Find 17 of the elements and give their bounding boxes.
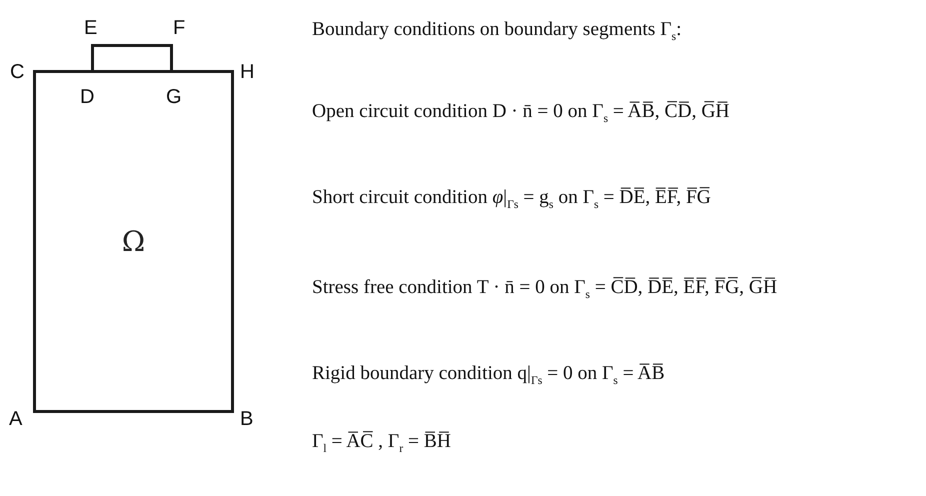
domain-rectangle (33, 70, 234, 413)
point-label: H (240, 62, 254, 82)
condition-formula: Γ$_{l}$ = A̅C̅ , Γ$_{r}$ = B̅H̅ (312, 430, 451, 456)
electrode-box (91, 44, 173, 73)
condition-formula: Stress free condition T · n̄ = 0 on Γ$_{s}$ = C̅D̅, D̅E̅, E̅F̅, F̅G̅, G̅H̅ (312, 276, 778, 302)
point-label: A (9, 409, 22, 429)
point-label: F (173, 18, 186, 38)
point-label: E (84, 18, 98, 38)
domain-symbol: Ω (122, 225, 146, 258)
point-label: G (166, 87, 182, 107)
condition-formula: Rigid boundary condition q|$_{Γs}$ = 0 on Γ$_{s}$ = A̅B̅ (312, 362, 665, 388)
heading-text: Boundary conditions on boundary segments Γ$_{s}$: (312, 18, 682, 44)
point-label: D (80, 87, 94, 107)
condition-formula: Open circuit condition D · n̄ = 0 on Γ$_{s}$ = A̅B̅, C̅D̅, G̅H̅ (312, 100, 730, 126)
condition-formula: Short circuit condition φ|$_{Γs}$ = g$_{s}$ on Γ$_{s}$ = D̅E̅, E̅F̅, F̅G̅ (312, 186, 711, 212)
point-label: B (240, 409, 254, 429)
point-label: C (10, 62, 24, 82)
